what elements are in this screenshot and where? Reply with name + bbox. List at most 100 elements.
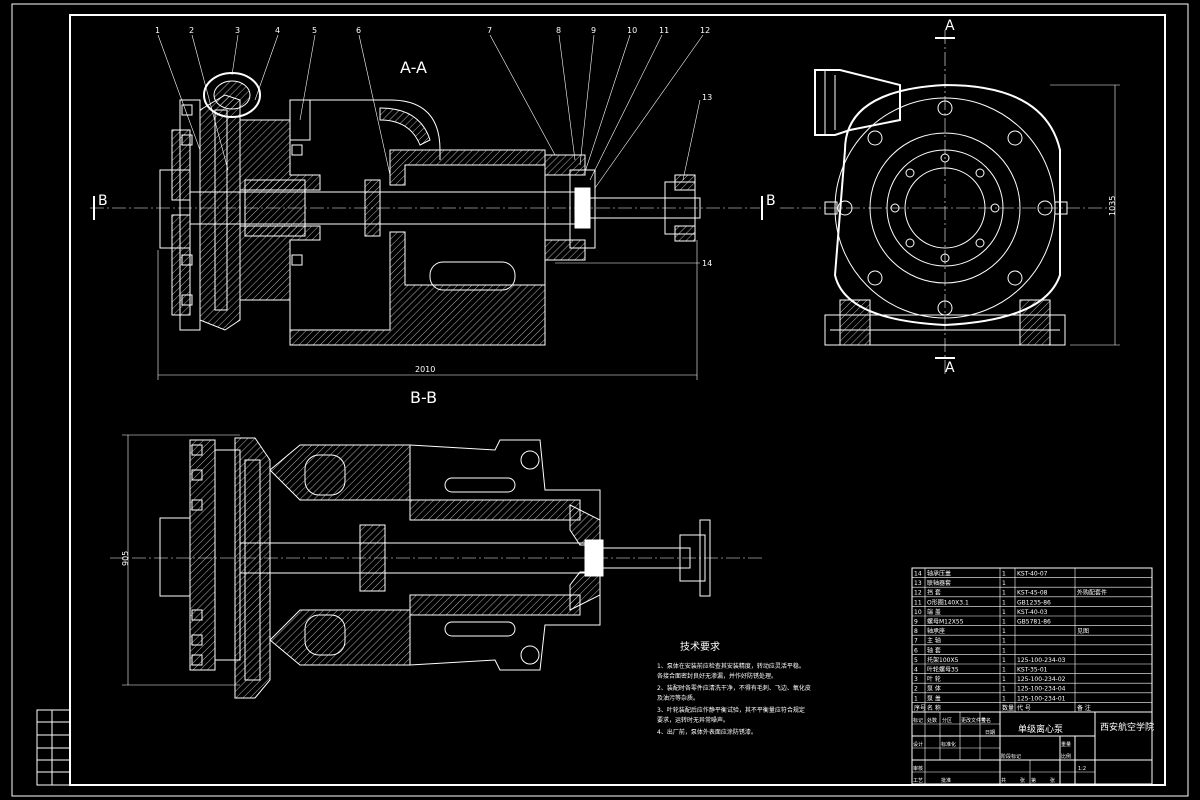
section-aa-view: A-A B B <box>90 26 776 380</box>
section-bb-label: B-B <box>410 388 437 407</box>
tech-line-6: 要求，运转时无异常噪声。 <box>657 716 729 724</box>
title-block: 单级离心泵 西安航空学院 标记 处数 分区 更改文件号 签名 日期 设计 标准化… <box>912 712 1154 784</box>
tech-line-7: 4、出厂前，泵体外表面应涂防锈漆。 <box>657 728 757 736</box>
svg-text:5: 5 <box>312 26 317 35</box>
bom-cell-qty: 1 <box>1002 580 1006 587</box>
bom-cell-qty: 1 <box>1002 619 1006 626</box>
bom-cell-qty: 1 <box>1002 599 1006 606</box>
svg-text:设计: 设计 <box>913 741 923 748</box>
bom-cell-code: 125-100-234-02 <box>1017 676 1066 683</box>
bom-cell-qty: 1 <box>1002 647 1006 654</box>
bom-cell-no: 11 <box>914 599 922 606</box>
bom-cell-name: 叶轮螺母35 <box>927 666 959 674</box>
bom-cell-no: 9 <box>914 619 918 626</box>
bom-cell-code: GB5781-86 <box>1017 619 1051 626</box>
bom-cell-code: KST-35-01 <box>1017 667 1048 674</box>
svg-text:1: 1 <box>155 26 160 35</box>
technical-requirements: 技术要求 1、泵体在安装前应检查其安装精度，转动应灵活平稳。 各接合面密封良好无… <box>657 640 811 736</box>
bom-cell-qty: 1 <box>1002 638 1006 645</box>
svg-text:重量: 重量 <box>1061 741 1071 748</box>
left-margin-table <box>37 710 70 785</box>
bom-cell-name: 联轴器套 <box>927 579 951 587</box>
bom-cell-name: 挡 套 <box>927 589 941 597</box>
bom-cell-qty: 1 <box>1002 590 1006 597</box>
svg-text:分区: 分区 <box>942 717 952 724</box>
svg-text:6: 6 <box>356 26 361 35</box>
bom-cell-name: 轴承座 <box>927 627 945 635</box>
bom-cell-name: 端 盖 <box>927 608 941 616</box>
tech-line-5: 3、叶轮装配后应作静平衡试验，其不平衡量应符合规定 <box>657 706 805 714</box>
svg-text:13: 13 <box>702 93 712 102</box>
svg-text:批准: 批准 <box>941 777 951 784</box>
svg-text:9: 9 <box>591 26 596 35</box>
tech-title: 技术要求 <box>680 640 720 653</box>
svg-text:7: 7 <box>487 26 492 35</box>
bom-cell-name: 泵 盖 <box>927 694 941 702</box>
svg-text:标准化: 标准化 <box>941 741 956 748</box>
bom-table: 14轴承压盖1KST-40-0713联轴器套112挡 套1KST-45-08外购… <box>912 568 1152 712</box>
svg-text:11: 11 <box>659 26 669 35</box>
bom-cell-name: 轴 套 <box>927 646 941 654</box>
svg-text:12: 12 <box>700 26 710 35</box>
bom-cell-code: 代 号 <box>1017 704 1031 712</box>
bom-cell-note: 外购配套件 <box>1077 589 1107 597</box>
bom-cell-no: 10 <box>914 609 922 616</box>
bom-cell-name: 名 称 <box>927 704 941 712</box>
svg-text:4: 4 <box>275 26 280 35</box>
svg-text:8: 8 <box>556 26 561 35</box>
bom-cell-qty: 1 <box>1002 667 1006 674</box>
bom-cell-qty: 1 <box>1002 571 1006 578</box>
svg-text:3: 3 <box>235 26 240 35</box>
bom-cell-name: O形圈140X3.1 <box>927 598 969 606</box>
svg-text:10: 10 <box>627 26 637 35</box>
bom-cell-qty: 1 <box>1002 657 1006 664</box>
bom-cell-qty: 1 <box>1002 609 1006 616</box>
bom-cell-note: 备 注 <box>1077 704 1091 712</box>
section-aa-label: A-A <box>400 58 427 77</box>
bom-cell-code: 125-100-234-04 <box>1017 686 1066 693</box>
drawing-name: 单级离心泵 <box>1018 723 1063 735</box>
tech-line-3: 2、装配时各零件应清洗干净，不得有毛刺、飞边、氧化皮 <box>657 684 811 692</box>
bom-cell-name: 托架100X5 <box>927 656 959 664</box>
scale-value: 1:2 <box>1078 766 1086 772</box>
svg-text:共: 共 <box>1001 777 1006 784</box>
bom-cell-qty: 1 <box>1002 686 1006 693</box>
bom-cell-no: 12 <box>914 590 922 597</box>
svg-text:标记: 标记 <box>913 717 923 724</box>
svg-text:工艺: 工艺 <box>913 778 923 784</box>
svg-text:比例: 比例 <box>1061 753 1071 760</box>
cut-b-right-label: B <box>766 193 776 209</box>
bom-cell-no: 5 <box>914 657 918 664</box>
bom-cell-code: KST-40-03 <box>1017 609 1048 616</box>
bom-cell-code: KST-40-07 <box>1017 571 1048 578</box>
bom-cell-name: 叶 轮 <box>927 675 941 683</box>
bom-cell-no: 3 <box>914 676 918 683</box>
svg-text:阶段标记: 阶段标记 <box>1001 753 1021 760</box>
svg-text:处数: 处数 <box>927 717 937 724</box>
bom-cell-no: 8 <box>914 628 918 635</box>
bom-cell-no: 14 <box>914 571 922 578</box>
front-height-dim: 1035 <box>1108 196 1117 216</box>
school-name: 西安航空学院 <box>1100 721 1154 733</box>
section-bb-view: B-B <box>110 388 765 698</box>
outer-frame <box>12 4 1188 796</box>
svg-text:日期: 日期 <box>985 730 995 736</box>
bom-cell-qty: 数量 <box>1002 704 1014 712</box>
bom-cell-name: 泵 体 <box>927 685 941 693</box>
bom-cell-name: 螺母M12X55 <box>927 618 964 626</box>
bom-cell-qty: 1 <box>1002 695 1006 702</box>
bom-cell-no: 1 <box>914 695 918 702</box>
tech-line-1: 1、泵体在安装前应检查其安装精度，转动应灵活平稳。 <box>657 662 805 670</box>
bom-cell-code: 125-100-234-01 <box>1017 695 1066 702</box>
bom-cell-no: 2 <box>914 686 918 693</box>
bom-cell-no: 序号 <box>914 704 926 712</box>
svg-text:2: 2 <box>189 26 194 35</box>
tech-line-2: 各接合面密封良好无渗漏，并作好防锈处理。 <box>657 672 777 680</box>
bom-cell-code: 125-100-234-03 <box>1017 657 1066 664</box>
bom-cell-qty: 1 <box>1002 676 1006 683</box>
bom-cell-code: KST-45-08 <box>1017 590 1048 597</box>
bom-cell-note: 见图 <box>1077 628 1089 635</box>
bom-cell-no: 4 <box>914 667 918 674</box>
bom-cell-name: 主 轴 <box>927 637 941 645</box>
